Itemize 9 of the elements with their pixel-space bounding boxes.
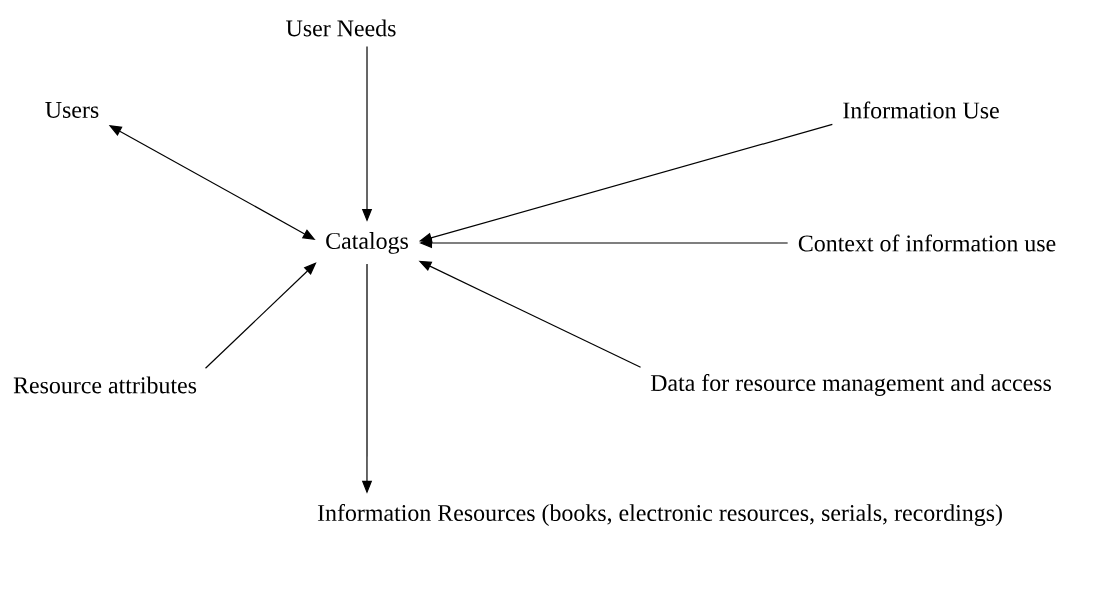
label-text: Catalogs xyxy=(326,232,408,254)
label-text: Context of information use xyxy=(798,234,1056,252)
label-text: Information Use xyxy=(843,101,999,119)
label-text: Users xyxy=(45,102,99,118)
arrow xyxy=(204,262,317,369)
label-text: User Needs xyxy=(286,19,396,37)
label-text: Resource attributes xyxy=(13,376,197,394)
label-text: Information Resources (books, electronic resources, serials, recordings) xyxy=(317,504,1002,526)
label-text: Data for resource management and access xyxy=(650,374,1051,396)
